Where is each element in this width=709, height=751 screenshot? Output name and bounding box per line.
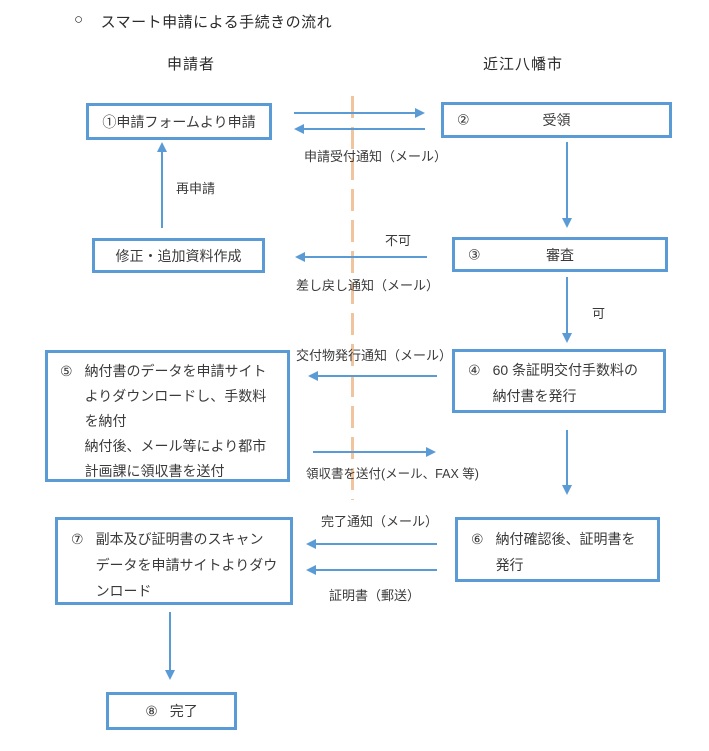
box-review-number: ③ bbox=[468, 246, 481, 262]
label-complete-notice: 完了通知（メール） bbox=[321, 514, 439, 529]
arrow-download-to-complete bbox=[165, 612, 175, 680]
box-review-label: 審査 bbox=[546, 246, 574, 263]
title-circle-marker: ○ bbox=[74, 11, 84, 28]
column-header-applicant: 申請者 bbox=[167, 56, 216, 73]
arrow-bill-to-pay bbox=[308, 371, 437, 381]
label-issue-notice: 交付物発行通知（メール） bbox=[296, 348, 453, 363]
arrow-send-receipt bbox=[313, 447, 436, 457]
box-apply-form-label: ①申請フォームより申請 bbox=[102, 113, 256, 130]
label-rejected: 不可 bbox=[385, 233, 412, 248]
arrow-receive-to-review bbox=[562, 142, 572, 228]
arrow-bill-to-cert bbox=[562, 430, 572, 495]
box-download-cert-number: ⑦ bbox=[71, 531, 84, 547]
arrow-reapply-up bbox=[157, 142, 167, 228]
box-apply-form: ①申請フォームより申請 bbox=[86, 103, 272, 140]
column-header-city: 近江八幡市 bbox=[483, 56, 564, 73]
label-reapply: 再申請 bbox=[176, 181, 216, 196]
box-receive: ② 受領 bbox=[441, 102, 672, 138]
arrow-complete-notice bbox=[306, 539, 437, 549]
box-complete-label: 完了 bbox=[169, 703, 198, 719]
box-revise-documents: 修正・追加資料作成 bbox=[92, 238, 265, 273]
box-complete-number: ⑧ bbox=[145, 702, 158, 719]
arrow-receive-to-apply bbox=[294, 124, 425, 134]
label-return-notice: 差し戻し通知（メール） bbox=[296, 278, 440, 293]
center-dashed-divider bbox=[351, 96, 354, 500]
box-issue-cert: ⑥ 納付確認後、証明書を 発行 bbox=[455, 517, 660, 582]
arrow-apply-to-receive bbox=[294, 108, 425, 118]
box-issue-bill: ④ 60 条証明交付手数料の 納付書を発行 bbox=[452, 349, 666, 413]
box-pay-fee-body: 納付書のデータを申請サイト よりダウンロードし、手数料 を納付 納付後、メール等… bbox=[84, 363, 267, 479]
box-pay-fee: ⑤ 納付書のデータを申請サイト よりダウンロードし、手数料 を納付 納付後、メー… bbox=[45, 350, 290, 482]
box-issue-bill-body: 60 条証明交付手数料の 納付書を発行 bbox=[492, 362, 639, 404]
box-download-cert: ⑦ 副本及び証明書のスキャン データを申請サイトよりダウ ンロード bbox=[55, 517, 293, 605]
label-receipt-notice: 申請受付通知（メール） bbox=[304, 149, 448, 164]
box-receive-number: ② bbox=[457, 111, 470, 128]
box-issue-cert-number: ⑥ bbox=[471, 531, 484, 547]
label-cert-mail: 証明書（郵送） bbox=[329, 588, 421, 603]
label-approved: 可 bbox=[592, 306, 606, 321]
box-revise-documents-label: 修正・追加資料作成 bbox=[115, 247, 242, 264]
box-complete: ⑧ 完了 bbox=[106, 692, 237, 730]
page-title: ○ スマート申請による手続きの流れ bbox=[74, 11, 332, 32]
box-download-cert-body: 副本及び証明書のスキャン データを申請サイトよりダウ ンロード bbox=[95, 531, 278, 599]
arrow-review-to-revise bbox=[295, 252, 427, 262]
arrow-cert-mail bbox=[306, 565, 437, 575]
box-issue-cert-body: 納付確認後、証明書を 発行 bbox=[495, 531, 636, 573]
box-receive-label: 受領 bbox=[542, 112, 571, 128]
box-issue-bill-number: ④ bbox=[468, 362, 481, 378]
label-send-receipt: 領収書を送付(メール、FAX 等) bbox=[306, 467, 479, 481]
arrow-review-to-bill bbox=[562, 277, 572, 343]
box-pay-fee-number: ⑤ bbox=[60, 363, 73, 379]
title-text: スマート申請による手続きの流れ bbox=[100, 14, 333, 31]
box-review: ③ 審査 bbox=[452, 237, 668, 272]
